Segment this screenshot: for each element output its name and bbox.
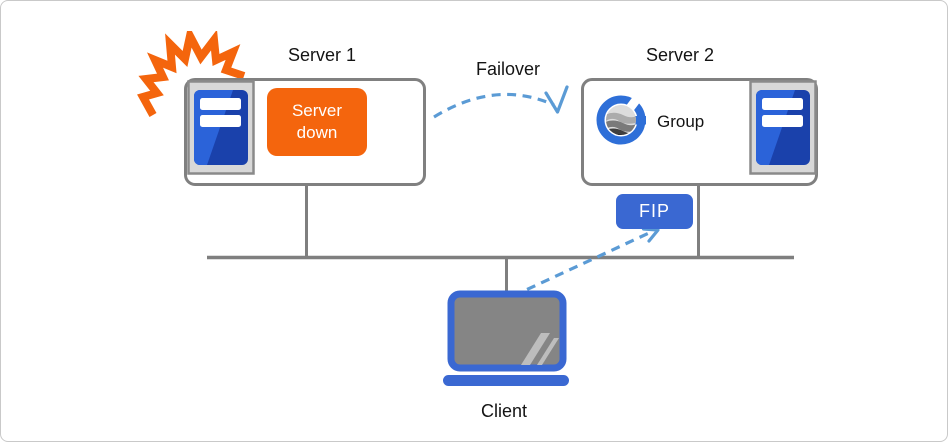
failover-label: Failover [475, 59, 541, 79]
cluster-group-logo-icon [596, 93, 646, 145]
fip-badge: FIP [616, 194, 693, 229]
client-label: Client [480, 401, 528, 421]
crash-burst-icon [137, 31, 246, 117]
server2-label: Server 2 [645, 45, 715, 65]
laptop-icon [443, 290, 569, 386]
server-down-line1: Server [291, 101, 343, 120]
failover-arrowhead [544, 85, 569, 114]
server-down-badge: Server down [267, 88, 367, 156]
group-label: Group [657, 112, 705, 131]
server-down-line2: down [296, 123, 338, 142]
server2-server-icon [749, 80, 817, 175]
client-to-fip-arrowhead [641, 227, 660, 243]
fip-label: FIP [638, 201, 670, 221]
server1-server-icon [187, 80, 255, 175]
client-to-fip-arrow-line [512, 231, 650, 298]
server1-label: Server 1 [287, 45, 357, 65]
failover-arrow-curve [433, 92, 555, 119]
